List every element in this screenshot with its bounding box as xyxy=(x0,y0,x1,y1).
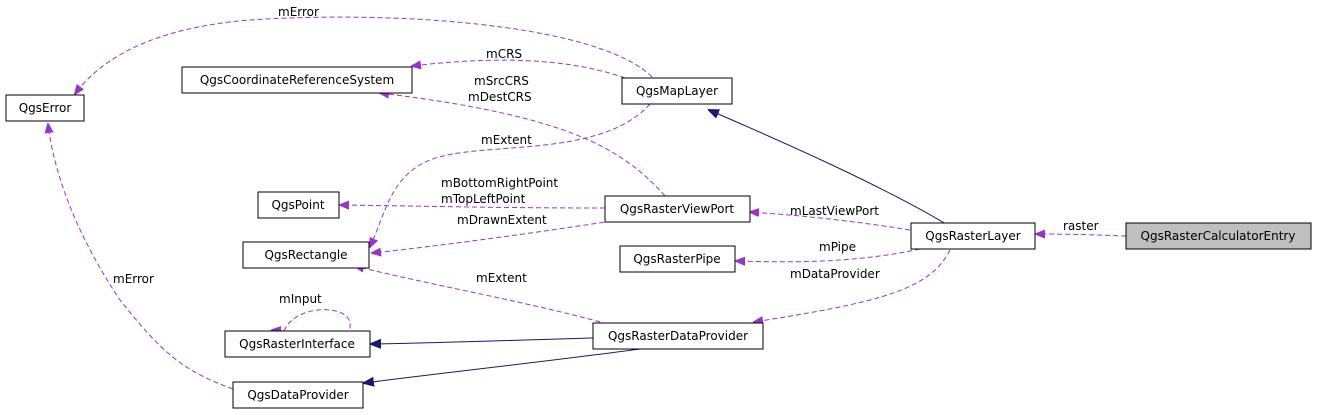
label-maplayer-error: mError xyxy=(278,5,319,19)
edge-rasterlayer-to-maplayer xyxy=(709,110,947,225)
node-label: QgsRasterDataProvider xyxy=(608,329,748,343)
label-maplayer-crs: mCRS xyxy=(486,47,522,61)
label-layer-dataprovider: mDataProvider xyxy=(790,267,880,281)
node-label: QgsRectangle xyxy=(264,248,347,262)
edge-provider-to-rectangle xyxy=(355,266,609,325)
label-dataprovider-error: mError xyxy=(113,272,154,286)
label-viewport-bottomright: mBottomRightPoint xyxy=(441,176,558,190)
node-qgs-raster-data-provider[interactable]: QgsRasterDataProvider xyxy=(592,322,764,350)
node-label: QgsDataProvider xyxy=(247,388,348,402)
edge-interface-self xyxy=(272,309,351,335)
node-label: QgsRasterCalculatorEntry xyxy=(1141,229,1296,243)
edge-rasterdataprovider-to-rasterinterface xyxy=(371,337,594,344)
label-viewport-drawnextent: mDrawnExtent xyxy=(457,213,547,227)
edge-layer-to-pipe xyxy=(736,248,921,262)
label-viewport-topleft: mTopLeftPoint xyxy=(441,192,526,206)
label-viewport-crs-src: mSrcCRS xyxy=(474,74,529,88)
node-qgs-raster-pipe[interactable]: QgsRasterPipe xyxy=(619,245,736,273)
node-qgs-error[interactable]: QgsError xyxy=(5,94,85,122)
label-layer-pipe: mPipe xyxy=(819,240,856,254)
edge-rasterdataprovider-to-dataprovider xyxy=(364,348,641,383)
edge-maplayer-to-error xyxy=(75,16,653,94)
label-interface-input: mInput xyxy=(279,292,322,306)
node-label: QgsPoint xyxy=(271,198,324,212)
node-label: QgsCoordinateReferenceSystem xyxy=(200,73,394,87)
edge-maplayer-to-crs xyxy=(412,59,626,79)
node-qgs-coordinate-reference-system[interactable]: QgsCoordinateReferenceSystem xyxy=(181,66,413,94)
edge-viewport-to-crs xyxy=(380,93,666,197)
edges xyxy=(48,16,1127,390)
edge-viewport-to-rectangle xyxy=(372,220,613,253)
node-label: QgsRasterInterface xyxy=(239,337,355,351)
edge-labels: mError mCRS mSrcCRS mDestCRS mExtent mBo… xyxy=(113,5,1099,306)
edge-layer-to-viewport xyxy=(750,212,911,231)
edge-dataprovider-to-error xyxy=(48,124,234,390)
node-label: QgsRasterPipe xyxy=(633,252,720,266)
node-label: QgsError xyxy=(19,101,72,115)
node-qgs-raster-interface[interactable]: QgsRasterInterface xyxy=(224,330,371,358)
edge-viewport-to-point xyxy=(340,205,606,208)
label-viewport-crs-dest: mDestCRS xyxy=(468,90,532,104)
label-entry-raster: raster xyxy=(1063,219,1099,233)
label-provider-extent: mExtent xyxy=(476,271,527,285)
node-qgs-raster-layer[interactable]: QgsRasterLayer xyxy=(910,222,1036,250)
node-qgs-rectangle[interactable]: QgsRectangle xyxy=(242,241,370,269)
node-qgs-data-provider[interactable]: QgsDataProvider xyxy=(232,381,364,409)
node-qgs-raster-view-port[interactable]: QgsRasterViewPort xyxy=(604,195,751,223)
edge-entry-to-layer xyxy=(1036,234,1127,236)
edge-layer-to-provider xyxy=(754,249,951,322)
node-qgs-point[interactable]: QgsPoint xyxy=(257,191,340,219)
node-label: QgsMapLayer xyxy=(636,84,718,98)
node-qgs-map-layer[interactable]: QgsMapLayer xyxy=(621,77,733,105)
edge-maplayer-to-rectangle xyxy=(370,103,651,247)
label-layer-lastviewport: mLastViewPort xyxy=(790,204,879,218)
node-label: QgsRasterLayer xyxy=(925,229,1021,243)
node-label: QgsRasterViewPort xyxy=(620,202,735,216)
node-qgs-raster-calculator-entry[interactable]: QgsRasterCalculatorEntry xyxy=(1125,222,1312,250)
label-maplayer-extent: mExtent xyxy=(481,133,532,147)
